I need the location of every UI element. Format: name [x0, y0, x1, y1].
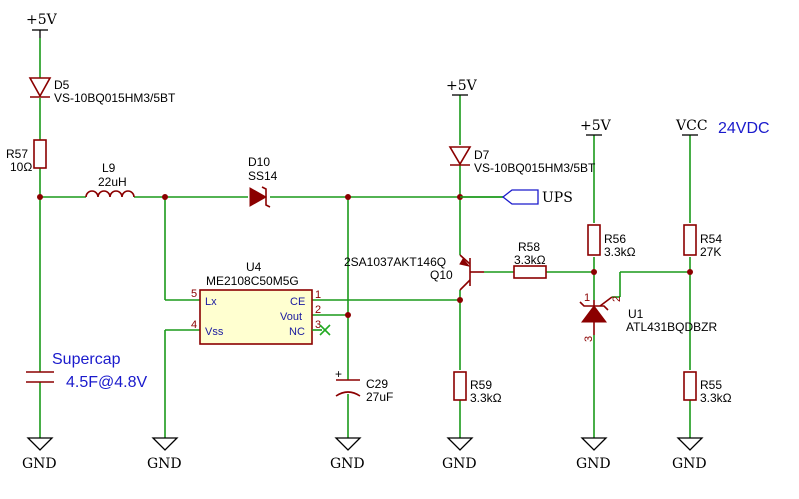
components-u1-value-label: ATL431BQDBZR [626, 320, 717, 334]
components-r58-ref-label: R58 [518, 240, 540, 254]
power-gnd-label: GND [442, 456, 477, 472]
power-5v-top: +5V [26, 12, 58, 38]
junction-dot [591, 269, 597, 275]
components-r59-ref-label: R59 [470, 378, 492, 392]
diode-d7: D7 VS-10BQ015HM3/5BT [448, 146, 596, 175]
components-q10-ref-label: Q10 [430, 268, 453, 282]
capacitor-c29: + C29 27uF [335, 367, 393, 404]
power-gnd-label: GND [22, 456, 57, 472]
net_labels-ups-label: UPS [542, 190, 573, 206]
resistor-r54: R54 27K [683, 224, 722, 259]
power-p5v_r56-label: +5V [580, 118, 612, 134]
components-u1-pin_numbers-p3-label: 3 [583, 336, 595, 342]
components-r55-ref-label: R55 [700, 378, 722, 392]
components-r58-value-label: 3.3kΩ [514, 253, 546, 267]
components-c29-ref-label: C29 [366, 377, 388, 391]
components-u4-pins-lx-label: Lx [205, 296, 217, 308]
junction-dot [37, 194, 43, 200]
power-5v-r56: +5V [580, 118, 612, 136]
ic-u4: U4 ME2108C50M5G Lx Vss CE Vout NC 5 4 1 … [191, 260, 331, 345]
components-u4-pins-vout-label: Vout [280, 311, 302, 323]
components-d7-value-label: VS-10BQ015HM3/5BT [474, 161, 596, 175]
gnd-symbol-2: GND [147, 437, 182, 472]
supply-note: 24VDC [718, 120, 770, 137]
components-d5-value-label: VS-10BQ015HM3/5BT [54, 91, 176, 105]
components-r57-ref-label: R57 [6, 147, 28, 161]
inductor-l9: L9 22uH [85, 161, 135, 198]
components-r59-value-label: 3.3kΩ [470, 391, 502, 405]
power-p5v_top-label: +5V [26, 12, 58, 28]
components-l9-ref-label: L9 [102, 161, 116, 175]
components-d5-ref-label: D5 [54, 78, 70, 92]
power-gnd-label: GND [576, 456, 611, 472]
notes-supercap_line1-label: Supercap [52, 351, 121, 368]
components-u4-pins-vss-label: Vss [205, 326, 224, 338]
resistor-r58: R58 3.3kΩ [513, 240, 547, 279]
gnd-symbol-4: GND [442, 437, 477, 472]
gnd-symbol-1: GND [22, 437, 57, 472]
components-r56-value-label: 3.3kΩ [604, 245, 636, 259]
components-r57-value-label: 10Ω [10, 160, 32, 174]
components-u4-pins-nc-label: NC [289, 326, 305, 338]
junction-dot [162, 194, 168, 200]
components-q10-value-label: 2SA1037AKT146Q [344, 255, 446, 269]
components-c29-value-label: 27uF [366, 390, 393, 404]
transistor-q10: 2SA1037AKT146Q Q10 [344, 254, 484, 291]
notes-supercap_line2-label: 4.5F@4.8V [66, 374, 148, 391]
components-u4-value-label: ME2108C50M5G [206, 274, 299, 288]
components-r56-ref-label: R56 [604, 232, 626, 246]
gnd-symbol-3: GND [330, 437, 365, 472]
gnd-symbol-5: GND [576, 437, 611, 472]
components-u4-pin_numbers-p4-label: 4 [191, 319, 197, 331]
junction-dot [687, 269, 693, 275]
shunt-regulator-u1: 1 2 3 U1 ATL431BQDBZR [579, 292, 717, 342]
components-u4-pin_numbers-p5-label: 5 [191, 288, 197, 300]
components-u1-pin_numbers-p1-label: 1 [584, 292, 590, 304]
gnd-symbol-6: GND [672, 437, 707, 472]
power-p5v_d7-label: +5V [446, 78, 478, 94]
components-c29-polarity-label: + [335, 367, 342, 381]
capacitor-supercap: Supercap 4.5F@4.8V [26, 351, 148, 391]
components-d10-ref-label: D10 [248, 155, 270, 169]
components-r55-value-label: 3.3kΩ [700, 391, 732, 405]
components-l9-value-label: 22uH [98, 175, 127, 189]
power-5v-d7: +5V [446, 78, 478, 96]
net-label-ups: UPS [460, 189, 573, 206]
components-d7-ref-label: D7 [474, 148, 490, 162]
power-vcc-label: VCC [675, 118, 708, 134]
resistor-r57: R57 10Ω [6, 139, 47, 174]
components-d10-value-label: SS14 [248, 169, 278, 183]
components-u4-ref-label: U4 [246, 260, 262, 274]
junction-dot [345, 194, 351, 200]
power-gnd-label: GND [672, 456, 707, 472]
resistor-r55: R55 3.3kΩ [683, 371, 732, 405]
diode-d10: D10 SS14 [248, 155, 278, 208]
junction-dot [457, 297, 463, 303]
power-gnd-label: GND [330, 456, 365, 472]
power-gnd-label: GND [147, 456, 182, 472]
components-u1-pin_numbers-p2-label: 2 [611, 296, 623, 302]
components-r54-value-label: 27K [700, 245, 721, 259]
components-u4-pin_numbers-p2-label: 2 [315, 304, 321, 316]
junctions [37, 194, 693, 318]
wires [39, 38, 691, 438]
components-u4-pin_numbers-p3-label: 3 [315, 319, 321, 331]
power-vcc: VCC [675, 118, 708, 136]
components-u4-pins-ce-label: CE [290, 296, 305, 308]
components-u1-ref-label: U1 [628, 307, 644, 321]
junction-dot [345, 312, 351, 318]
resistor-r56: R56 3.3kΩ [587, 224, 636, 259]
components-u4-pin_numbers-p1-label: 1 [315, 289, 321, 301]
components-r54-ref-label: R54 [700, 232, 722, 246]
diode-d5: D5 VS-10BQ015HM3/5BT [28, 77, 176, 105]
resistor-r59: R59 3.3kΩ [453, 371, 502, 405]
